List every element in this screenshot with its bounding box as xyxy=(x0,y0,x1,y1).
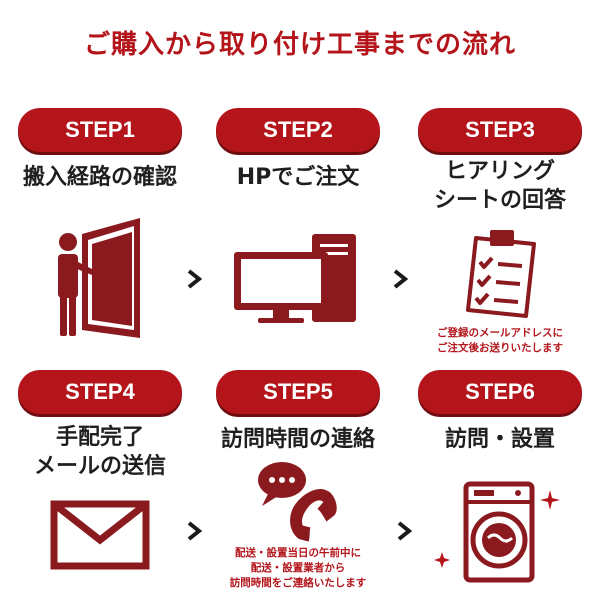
step2-badge: STEP2 xyxy=(216,108,380,152)
page-title: ご購入から取り付け工事までの流れ xyxy=(83,30,516,60)
step5-note: 配送・設置当日の午前中に 配送・設置業者から 訪問時間をご連絡いたします xyxy=(229,547,367,590)
arrow-right-icon xyxy=(393,269,409,289)
washing-machine-icon xyxy=(434,481,560,583)
step3-badge: STEP3 xyxy=(418,108,582,152)
step1-label: 搬入経路の確認 xyxy=(22,165,177,190)
arrow-right-icon xyxy=(187,521,203,541)
step3-label: ヒアリング シートの回答 xyxy=(433,159,566,213)
step6-badge: STEP6 xyxy=(418,370,582,414)
step6-label: 訪問・設置 xyxy=(444,427,555,452)
desktop-computer-icon xyxy=(234,234,356,323)
step1-badge: STEP1 xyxy=(18,108,182,152)
step5-badge: STEP5 xyxy=(216,370,380,414)
step5-label: 訪問時間の連絡 xyxy=(220,427,375,452)
arrow-right-icon xyxy=(187,269,203,289)
arrow-right-icon xyxy=(397,521,413,541)
phone-call-icon xyxy=(258,462,337,542)
step4-badge: STEP4 xyxy=(18,370,182,414)
step3-note: ご登録のメールアドレスに ご注文後お送りいたします xyxy=(437,327,563,355)
clipboard-checklist-icon xyxy=(466,230,536,318)
step2-label: HPでご注文 xyxy=(236,165,360,190)
envelope-icon xyxy=(50,500,150,570)
step4-label: 手配完了 メールの送信 xyxy=(33,425,166,479)
person-at-door-icon xyxy=(58,218,140,338)
